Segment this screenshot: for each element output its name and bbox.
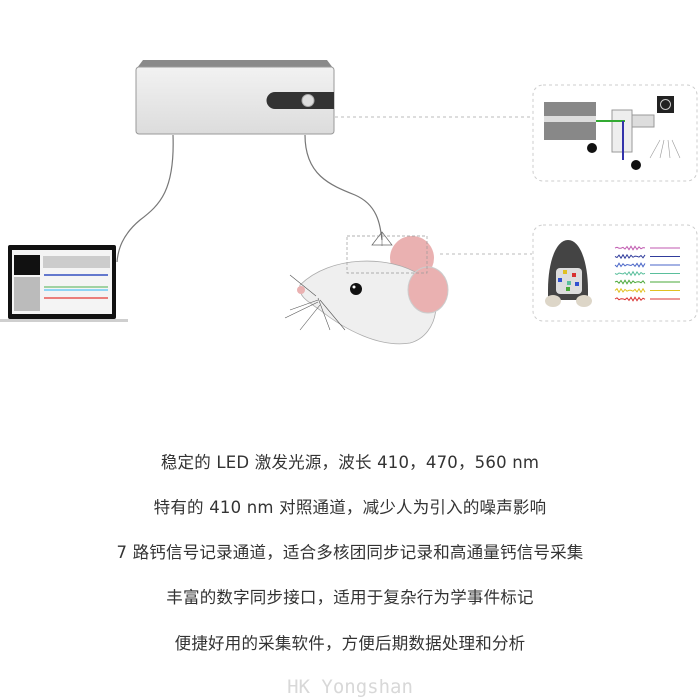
cable-device-to-laptop [116, 134, 174, 263]
signal-trace [614, 262, 680, 268]
mouse-illustration [284, 231, 449, 345]
brain-signal-panel [532, 224, 698, 322]
signal-trace [614, 245, 680, 251]
feature-software: 便捷好用的采集软件，方便后期数据处理和分析 [174, 634, 526, 653]
watermark: HK Yongshan [287, 676, 413, 698]
feature-recording-channels: 7 路钙信号记录通道，适合多核团同步记录和高通量钙信号采集 [116, 543, 584, 562]
signal-trace [614, 253, 680, 260]
laptop [0, 245, 128, 322]
signal-trace [614, 279, 680, 285]
feature-reference-channel: 特有的 410 nm 对照通道，减少人为引入的噪声影响 [153, 498, 547, 517]
signal-trace [614, 296, 680, 302]
signal-trace [614, 270, 680, 277]
signal-traces [614, 245, 680, 302]
feature-led-source: 稳定的 LED 激发光源，波长 410，470，560 nm [160, 453, 540, 472]
led-device [135, 60, 335, 135]
system-diagram [0, 60, 698, 345]
feature-sync-interface: 丰富的数字同步接口，适用于复杂行为学事件标记 [166, 588, 534, 607]
optics-panel [532, 84, 698, 182]
signal-trace [614, 287, 680, 294]
cable-device-to-mouse [304, 134, 383, 241]
